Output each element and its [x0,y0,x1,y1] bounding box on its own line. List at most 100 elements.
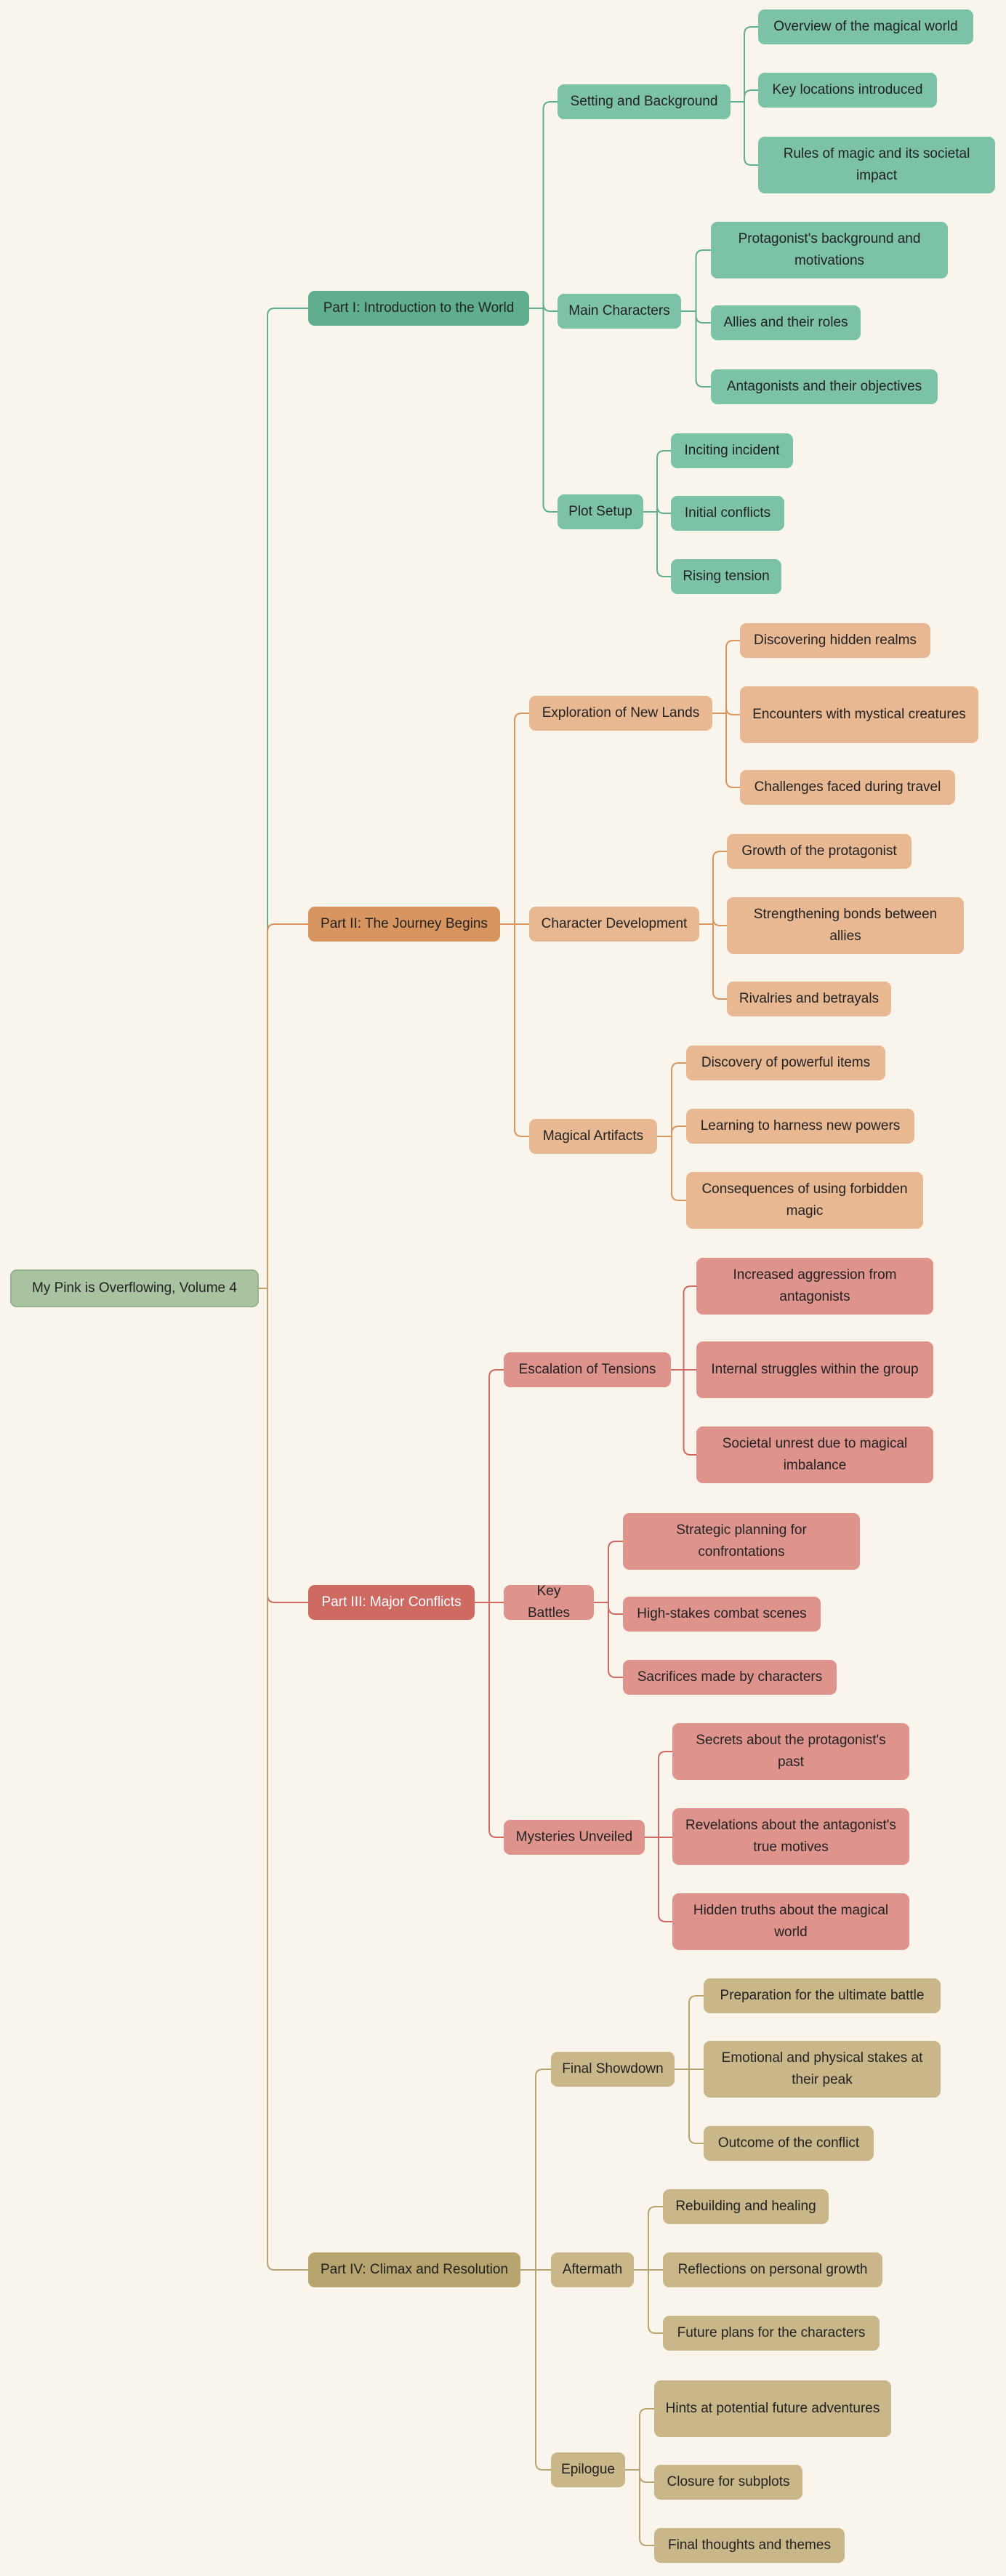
section-1-0-edge-2 [725,713,740,788]
topic-node: Rules of magic and its societal impact [758,137,995,193]
section-3-0-edge-0 [688,1995,704,2069]
section-node: Plot Setup [558,494,643,529]
section-1-2-edge-1 [671,1126,686,1136]
topic-node: Preparation for the ultimate battle [704,1978,941,2013]
section-2-1-edge-0 [608,1541,623,1602]
topic-node: Revelations about the antagonist's true … [672,1808,909,1865]
part-0-edge-2 [542,308,558,513]
root-edge-0 [259,308,308,1289]
topic-node: Final thoughts and themes [654,2528,845,2563]
section-1-1-edge-1 [712,918,727,926]
topic-node: Secrets about the protagonist's past [672,1723,909,1780]
section-1-1-edge-2 [712,924,727,1000]
root-edge-1 [259,923,308,1289]
section-0-0-edge-0 [744,26,758,102]
section-node: Mysteries Unveiled [504,1820,645,1855]
part-node: Part IV: Climax and Resolution [308,2252,520,2287]
topic-node: Learning to harness new powers [686,1109,914,1144]
section-node: Main Characters [558,294,681,329]
section-node: Epilogue [551,2452,625,2487]
topic-node: Hidden truths about the magical world [672,1893,909,1950]
section-3-1-edge-2 [648,2270,663,2334]
section-1-0-edge-0 [725,640,740,713]
section-1-0-edge-1 [725,707,740,715]
part-0-edge-0 [542,101,558,308]
section-node: Key Battles [504,1584,594,1621]
part-0-edge-1 [542,303,558,312]
section-2-2-edge-0 [658,1751,672,1837]
part-node: Part I: Introduction to the World [308,291,529,326]
section-2-0-edge-0 [683,1285,696,1370]
section-1-2-edge-2 [671,1136,686,1201]
root-edge-3 [259,1288,308,2271]
topic-node: Allies and their roles [711,305,861,340]
section-1-1-edge-0 [712,851,727,924]
part-3-edge-0 [535,2069,551,2270]
section-0-2-edge-1 [656,505,671,514]
part-1-edge-0 [514,713,529,924]
section-0-1-edge-1 [695,311,711,324]
topic-node: Reflections on personal growth [663,2252,882,2287]
topic-node: Increased aggression from antagonists [696,1258,933,1315]
section-node: Final Showdown [551,2052,675,2087]
part-node: Part II: The Journey Begins [308,907,500,942]
section-3-2-edge-0 [639,2408,654,2470]
section-0-0-edge-1 [744,89,758,102]
section-node: Setting and Background [558,84,731,119]
part-node: Part III: Major Conflicts [308,1585,475,1620]
topic-node: Rivalries and betrayals [727,982,891,1016]
section-node: Exploration of New Lands [529,696,712,731]
section-node: Magical Artifacts [529,1119,657,1154]
section-0-2-edge-2 [656,512,671,577]
section-0-2-edge-0 [656,450,671,512]
topic-node: Discovering hidden realms [740,623,930,658]
root-node: My Pink is Overflowing, Volume 4 [10,1269,259,1307]
topic-node: Rebuilding and healing [663,2189,829,2224]
section-0-0-edge-2 [744,102,758,166]
section-0-1-edge-2 [695,311,711,388]
part-1-edge-2 [514,924,529,1137]
topic-node: Societal unrest due to magical imbalance [696,1427,933,1483]
topic-node: Sacrifices made by characters [623,1660,837,1695]
section-node: Escalation of Tensions [504,1352,671,1387]
section-3-1-edge-0 [648,2206,663,2270]
topic-node: Outcome of the conflict [704,2126,874,2161]
topic-node: Rising tension [671,559,781,594]
topic-node: Consequences of using forbidden magic [686,1172,923,1229]
section-2-0-edge-2 [683,1370,696,1456]
topic-node: Inciting incident [671,433,793,468]
section-3-2-edge-2 [639,2470,654,2546]
section-1-2-edge-0 [671,1062,686,1136]
section-node: Character Development [529,907,699,942]
section-2-2-edge-2 [658,1837,672,1922]
topic-node: Strengthening bonds between allies [727,897,964,954]
topic-node: Strategic planning for confrontations [623,1513,860,1570]
section-3-2-edge-1 [639,2470,654,2483]
topic-node: Hints at potential future adventures [654,2380,891,2437]
topic-node: Closure for subplots [654,2465,802,2500]
topic-node: Key locations introduced [758,73,937,108]
root-edge-2 [259,1288,308,1603]
topic-node: High-stakes combat scenes [623,1597,821,1632]
part-3-edge-2 [535,2270,551,2471]
section-2-1-edge-1 [608,1602,623,1615]
topic-node: Overview of the magical world [758,9,973,44]
part-2-edge-0 [488,1369,504,1602]
topic-node: Antagonists and their objectives [711,369,938,404]
topic-node: Internal struggles within the group [696,1341,933,1398]
section-3-0-edge-2 [688,2069,704,2144]
section-2-1-edge-2 [608,1602,623,1678]
topic-node: Future plans for the characters [663,2316,880,2351]
part-2-edge-2 [488,1602,504,1838]
section-node: Aftermath [551,2252,634,2287]
topic-node: Emotional and physical stakes at their p… [704,2041,941,2098]
topic-node: Protagonist's background and motivations [711,222,948,278]
topic-node: Growth of the protagonist [727,834,912,869]
topic-node: Challenges faced during travel [740,770,955,805]
topic-node: Discovery of powerful items [686,1046,885,1080]
section-0-1-edge-0 [695,249,711,311]
topic-node: Initial conflicts [671,496,784,531]
topic-node: Encounters with mystical creatures [740,686,978,743]
